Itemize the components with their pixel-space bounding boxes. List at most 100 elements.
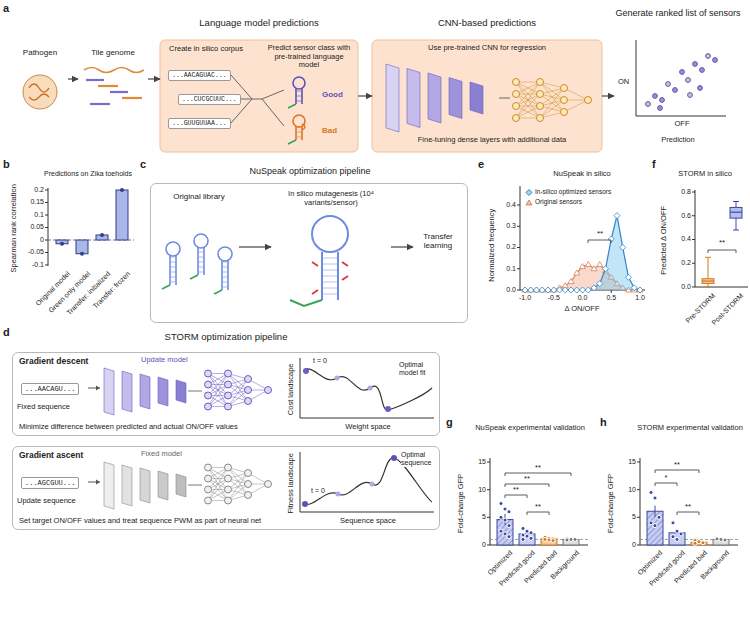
node-text: Update sequence [17,497,76,506]
legend-marker [526,190,532,196]
significance-mark: ** [524,475,530,484]
library-hairpin [199,257,203,258]
library-hairpin [194,234,208,248]
axis-line [45,240,48,241]
tick-label: -0.1 [32,261,44,269]
network-node [245,470,252,477]
node-text: Good [322,90,343,99]
node-heading: Tile genome [78,48,148,57]
replicate-dot [697,540,701,544]
cnn-layer [449,78,462,119]
fold-change-bar [669,533,685,545]
optimized-curve-marker [603,266,609,272]
cnn-box: CNN-based predictionsUse pre-trained CNN… [372,40,602,152]
axis-line [45,215,48,216]
optimized-curve-marker [620,245,626,251]
tick-label: 5 [482,513,486,521]
good-hairpin [288,104,296,108]
network-node [225,475,232,482]
library-hairpin [223,287,227,288]
chart-title: -1.0 [519,294,531,302]
plot-axis [636,40,637,116]
replicate-dot [503,532,507,536]
node-text: Update model [141,356,188,365]
gradient-ascent-box: Gradient ascent...AGCGUU...Update sequen… [12,446,440,530]
prediction-dot [686,78,691,83]
good-hairpin [297,101,301,102]
bad-hairpin [302,124,305,130]
significance-bracket [505,473,571,476]
significance-mark: * [665,474,668,483]
network-node [205,392,212,399]
plot-axis [300,418,434,419]
node-heading: Gradient ascent [19,451,83,461]
flow-arrow [391,246,413,247]
optimized-curve-marker [585,287,591,293]
network-node [245,492,252,499]
node-heading: Language model predictions [160,18,358,29]
dense-network [537,91,544,98]
node-heading: CNN-based predictions [372,18,602,29]
original-curve-marker [568,279,574,284]
dense-network [585,97,592,104]
library-hairpin [199,252,203,253]
network-node [245,376,252,383]
tick-label: 0.1 [34,211,44,219]
network-node [208,468,228,501]
genome-tile [98,85,118,87]
legend-text: In-silico optimized sensors [535,188,611,195]
significance-mark: ** [535,503,541,512]
axis-line [637,517,640,518]
replicate-dot [675,537,679,541]
optimizer-dot [370,482,375,487]
bad-hairpin [297,137,301,138]
significance-bracket [505,484,549,487]
chart-title: Δ ON/OFF [564,305,599,314]
panel-letter: c [140,158,146,171]
boxplot-whisker [733,230,739,231]
replicate-dot [507,535,511,539]
dense-network [513,115,520,122]
dense-network [513,91,520,98]
significance-mark: ** [513,486,519,495]
good-hairpin [293,77,305,89]
axis-line [487,545,490,546]
optimized-curve-marker [551,287,557,293]
axis-line [692,215,695,216]
replicate-dot [715,537,719,541]
significance-bracket [588,240,611,243]
original-curve-marker [574,270,580,275]
library-hairpin [203,247,205,275]
replicate-dot [503,507,507,511]
network-node [205,370,212,377]
plot-axis [300,452,301,512]
node-heading: Transfer learning [413,232,463,250]
dense-network [516,82,540,118]
bad-hairpin [297,132,301,133]
significance-mark: ** [535,464,541,473]
optimized-curve-marker [591,285,597,291]
library-hairpin [214,290,222,294]
original-curve-marker [580,264,586,269]
optimizer-dot [385,406,391,412]
tick-label: 0.4 [681,235,691,243]
tick-label: 0.2 [681,259,691,267]
tick-label: 10 [628,486,636,494]
sensor-hairpin [323,270,337,271]
chart-title: 0.5 [606,294,616,302]
axis-title: Fold-change GFP [608,473,617,532]
replicate-dot [693,541,697,545]
tick-label: 0.2 [506,243,516,251]
pathogen-icon [23,75,57,109]
library-hairpin [199,262,203,263]
nuspeak-pipeline-box: NuSpeak optimization pipelineOriginal li… [150,183,468,323]
box-fill [372,40,602,152]
axis-line [517,247,520,248]
boxplot-whisker [733,201,739,202]
library-hairpin [190,275,198,279]
boxplot-whisker [705,257,711,258]
optimizer-dot [336,492,341,497]
replicate-dot [521,526,525,530]
network-layer [176,380,186,403]
